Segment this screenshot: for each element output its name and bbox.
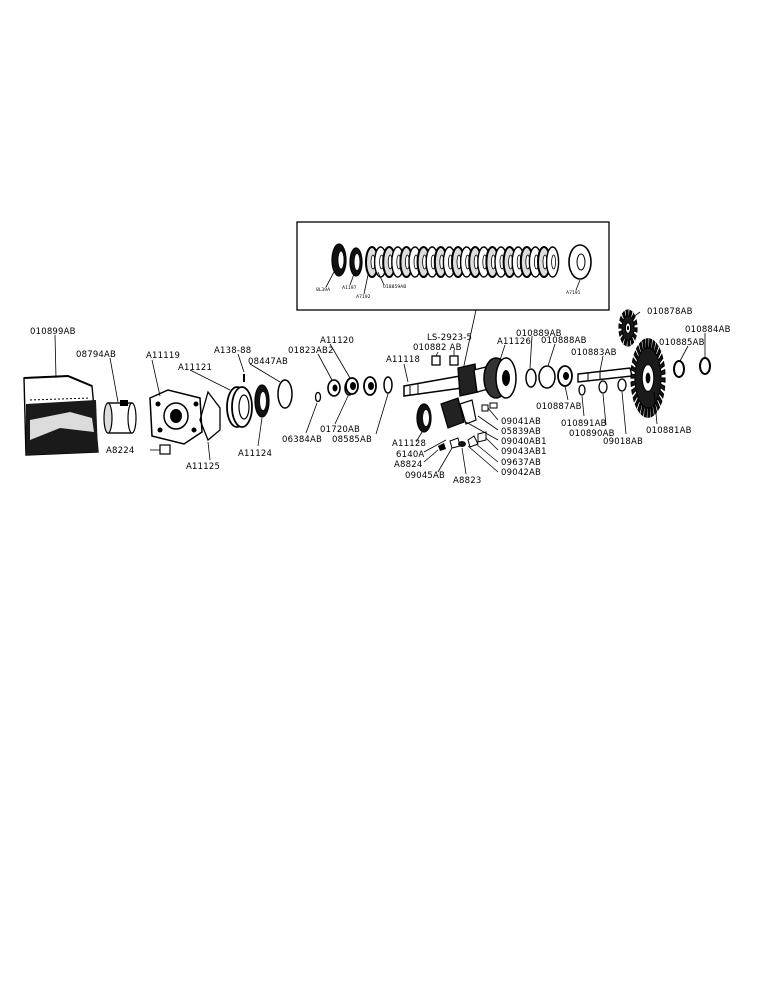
washer-010884ab [699, 357, 711, 375]
ring-010891ab [578, 384, 586, 396]
bearing-010887ab [557, 365, 573, 387]
label-a11124: A11124 [238, 449, 272, 459]
clutch-drum-a11126 [483, 357, 517, 399]
label-01823ab2: 01823AB2 [288, 346, 334, 356]
plate-a8224 [159, 444, 171, 455]
label-08585ab: 08585AB [332, 435, 372, 445]
label-010885ab: 010885AB [659, 338, 705, 348]
label-09018ab: 09018AB [603, 437, 643, 447]
label-a138-88: A138-88 [214, 346, 251, 356]
ring-06384ab [314, 391, 322, 403]
label-a11120: A11120 [320, 336, 354, 346]
label-08794ab: 08794AB [76, 350, 116, 360]
label-01720ab: 01720AB [320, 425, 360, 435]
label-a11126: A11126 [497, 337, 531, 347]
seal-a11124 [254, 384, 270, 418]
label-010884ab: 010884AB [685, 325, 731, 335]
ring-010888ab [538, 365, 556, 389]
label-a8824: A8824 [394, 460, 422, 470]
bearing-08585ab [363, 376, 377, 396]
label-a8823: A8823 [453, 476, 481, 486]
label-010890ab: 010890AB [569, 429, 615, 439]
gear-010881ab [630, 338, 666, 418]
inset-label-c: A7192 [356, 294, 371, 300]
washer-010885ab [673, 360, 685, 378]
retainer-a11119 [149, 389, 203, 445]
label-09045ab: 09045AB [405, 471, 445, 481]
snap-ring-08447ab [277, 379, 293, 409]
label-010888ab: 010888AB [541, 336, 587, 346]
label-09042ab: 09042AB [501, 468, 541, 478]
label-010883ab: 010883AB [571, 348, 617, 358]
label-010891ab: 010891AB [561, 419, 607, 429]
clutch-pack-inset: 8L39A A1197 A7192 018859AB A7191 [296, 221, 610, 311]
gasket-a11125 [199, 390, 221, 442]
label-a11118: A11118 [386, 355, 420, 365]
inset-callout-line [462, 309, 477, 371]
keys-010882ab-b [449, 355, 459, 366]
label-08447ab: 08447AB [248, 357, 288, 367]
label-010887ab: 010887AB [536, 402, 582, 412]
label-05839ab: 05839AB [501, 427, 541, 437]
ring-010889ab [525, 368, 537, 388]
label-a11128: A11128 [392, 439, 426, 449]
ring-08585ab-b [383, 376, 393, 394]
transmission-housing [23, 374, 99, 456]
inset-label-e: A7191 [566, 290, 581, 296]
lower-cluster-parts [416, 397, 498, 451]
label-010882ab: 010882 AB [413, 343, 462, 353]
ring-010890ab [598, 380, 608, 394]
label-010899ab: 010899AB [30, 327, 76, 337]
part-labels: 010899AB 08794AB A8224 A11119 A11121 A11… [30, 307, 731, 486]
label-6140a: 6140A [396, 450, 424, 460]
label-09041ab: 09041AB [501, 417, 541, 427]
gear-bore [626, 325, 630, 331]
inset-label-b: A1197 [342, 285, 357, 291]
keys-010882ab-a [431, 355, 441, 366]
label-06384ab: 06384AB [282, 435, 322, 445]
label-010881ab: 010881AB [646, 426, 692, 436]
label-010889ab: 010889AB [516, 329, 562, 339]
label-a11121: A11121 [178, 363, 212, 373]
label-09043ab1: 09043AB1 [501, 447, 547, 457]
label-09637ab: 09637AB [501, 458, 541, 468]
label-09040ab1: 09040AB1 [501, 437, 547, 447]
mainshaft-a11118 [403, 363, 493, 397]
clutch-disc-stack [365, 246, 560, 278]
callout-ref-label: LS-2923-5 [427, 333, 472, 343]
leader-lines [54, 311, 706, 475]
inset-label-d: 018859AB [383, 284, 406, 290]
label-010878ab: 010878AB [647, 307, 693, 317]
label-a8224: A8224 [106, 446, 134, 456]
gear-bore [645, 372, 651, 384]
label-a11125: A11125 [186, 462, 220, 472]
gear-010878ab [618, 309, 638, 347]
bearing-a11121 [226, 386, 253, 428]
inset-label-a: 8L39A [316, 287, 331, 293]
clutch-disc-hole [551, 254, 556, 270]
bearing-a11120 [345, 377, 359, 395]
label-a11119: A11119 [146, 351, 180, 361]
bushing-08794ab [103, 400, 137, 434]
bearing-01823ab2 [327, 379, 341, 397]
ring-09018ab [617, 378, 627, 392]
